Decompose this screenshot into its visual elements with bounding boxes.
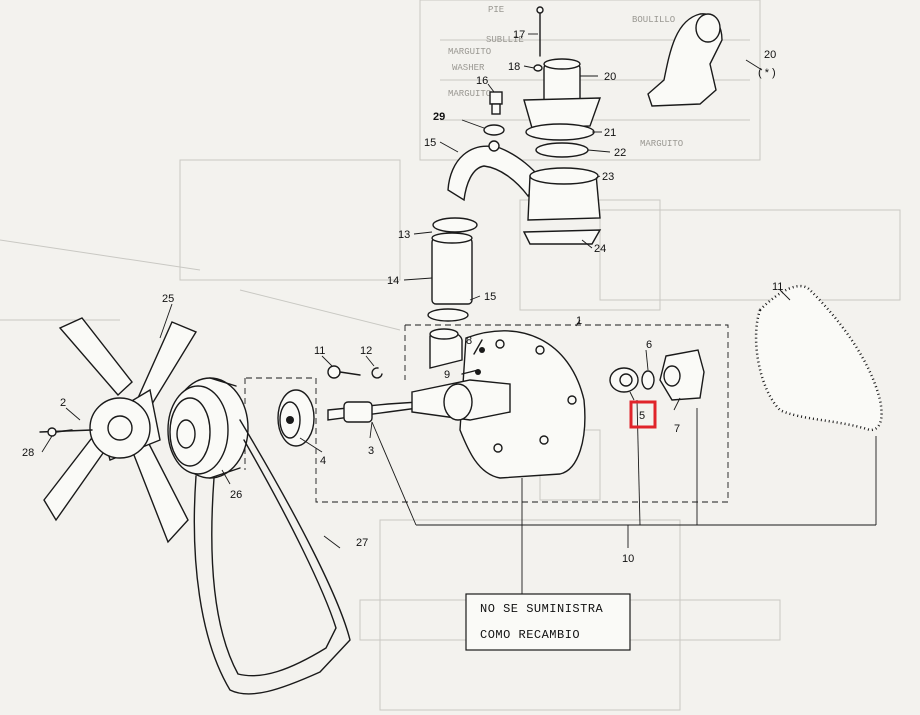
pulley-25 [167,377,249,479]
callout-21: 21 [604,127,616,139]
callout-11: 11 [772,281,783,293]
screw-8 [473,339,483,355]
callout-labels: 17 18 20 20 ( * ) 21 22 23 24 16 29 15 1… [22,29,783,565]
bolt-28 [47,427,73,437]
body-23 [527,167,601,221]
clip-19 [533,64,543,72]
plug-17 [489,91,503,115]
vbelt-26 [193,419,351,695]
callout-22: 22 [614,147,626,159]
callout-20-elbow: 20 [764,49,776,61]
callout-13: 12 [360,345,372,357]
background-parts-table: MARGUITO MARGUITO PIE BOULILLO SUBLLIE W… [448,5,683,149]
ring-15-bottom [427,308,469,322]
callout-6: 6 [646,339,652,351]
table-row: SUBLLIE [486,35,524,45]
tube-14 [431,232,473,305]
callout-7: 7 [674,423,680,435]
highlight-callout-5[interactable]: 5 [629,400,657,429]
fan-27 [39,317,198,544]
callout-14: 14 [387,275,399,287]
housing-20 [523,58,602,129]
callout-12: 11 [314,345,325,357]
callout-5: 5 [639,410,645,422]
seal-5 [609,367,639,393]
callout-15-bottom: 15 [484,291,496,303]
elbow-pipe-16 [447,145,541,202]
callout-8: 8 [466,335,472,347]
table-row: PIE [488,5,504,15]
gasket-21 [525,123,595,141]
gasket-24 [522,229,602,245]
callout-29: 29 [433,111,445,123]
note-box: NO SE SUMINISTRA COMO RECAMBIO [465,593,631,651]
hub-4 [277,389,315,447]
impeller-7 [659,349,705,401]
callout-24: 24 [594,243,606,255]
callout-4: 4 [320,455,326,467]
highlight-box [629,400,657,429]
table-row: WASHER [452,63,485,73]
leader-10 [371,399,877,548]
pump-body [411,328,586,479]
table-row: MARGUITO [448,89,491,99]
washer-6 [641,370,655,390]
table-row: MARGUITO [448,47,491,57]
gasket-11 [754,284,883,432]
callout-10: 10 [622,553,634,565]
callout-19: 18 [508,61,520,73]
callout-23: 23 [602,171,614,183]
callout-16: 15 [424,137,436,149]
screw-9 [461,369,479,375]
callout-25: 26 [230,489,242,501]
callout-17: 16 [476,75,488,87]
ring-15-top [432,217,478,233]
callout-20-housing: 20 [604,71,616,83]
note-line-1: NO SE SUMINISTRA [480,602,604,616]
callout-1: 1 [576,315,582,327]
clip-13 [371,367,383,379]
table-row: MARGUITO [640,139,683,149]
callout-3: 3 [368,445,374,457]
callout-26: 27 [356,537,368,549]
table-row: BOULILLO [632,15,675,25]
shaft-3 [327,401,419,423]
part-20-ref: ( * ) [758,67,776,79]
leader-lines [41,33,791,596]
callout-28: 28 [22,447,34,459]
callout-15-top: 13 [398,229,410,241]
gasket-22 [535,142,589,158]
bolt-12 [327,365,361,379]
note-line-2: COMO RECAMBIO [480,628,580,642]
callout-2: 2 [60,397,66,409]
callout-9: 9 [444,369,450,381]
callout-27: 25 [162,293,174,305]
callout-18: 17 [513,29,525,41]
washer-29 [483,124,505,136]
